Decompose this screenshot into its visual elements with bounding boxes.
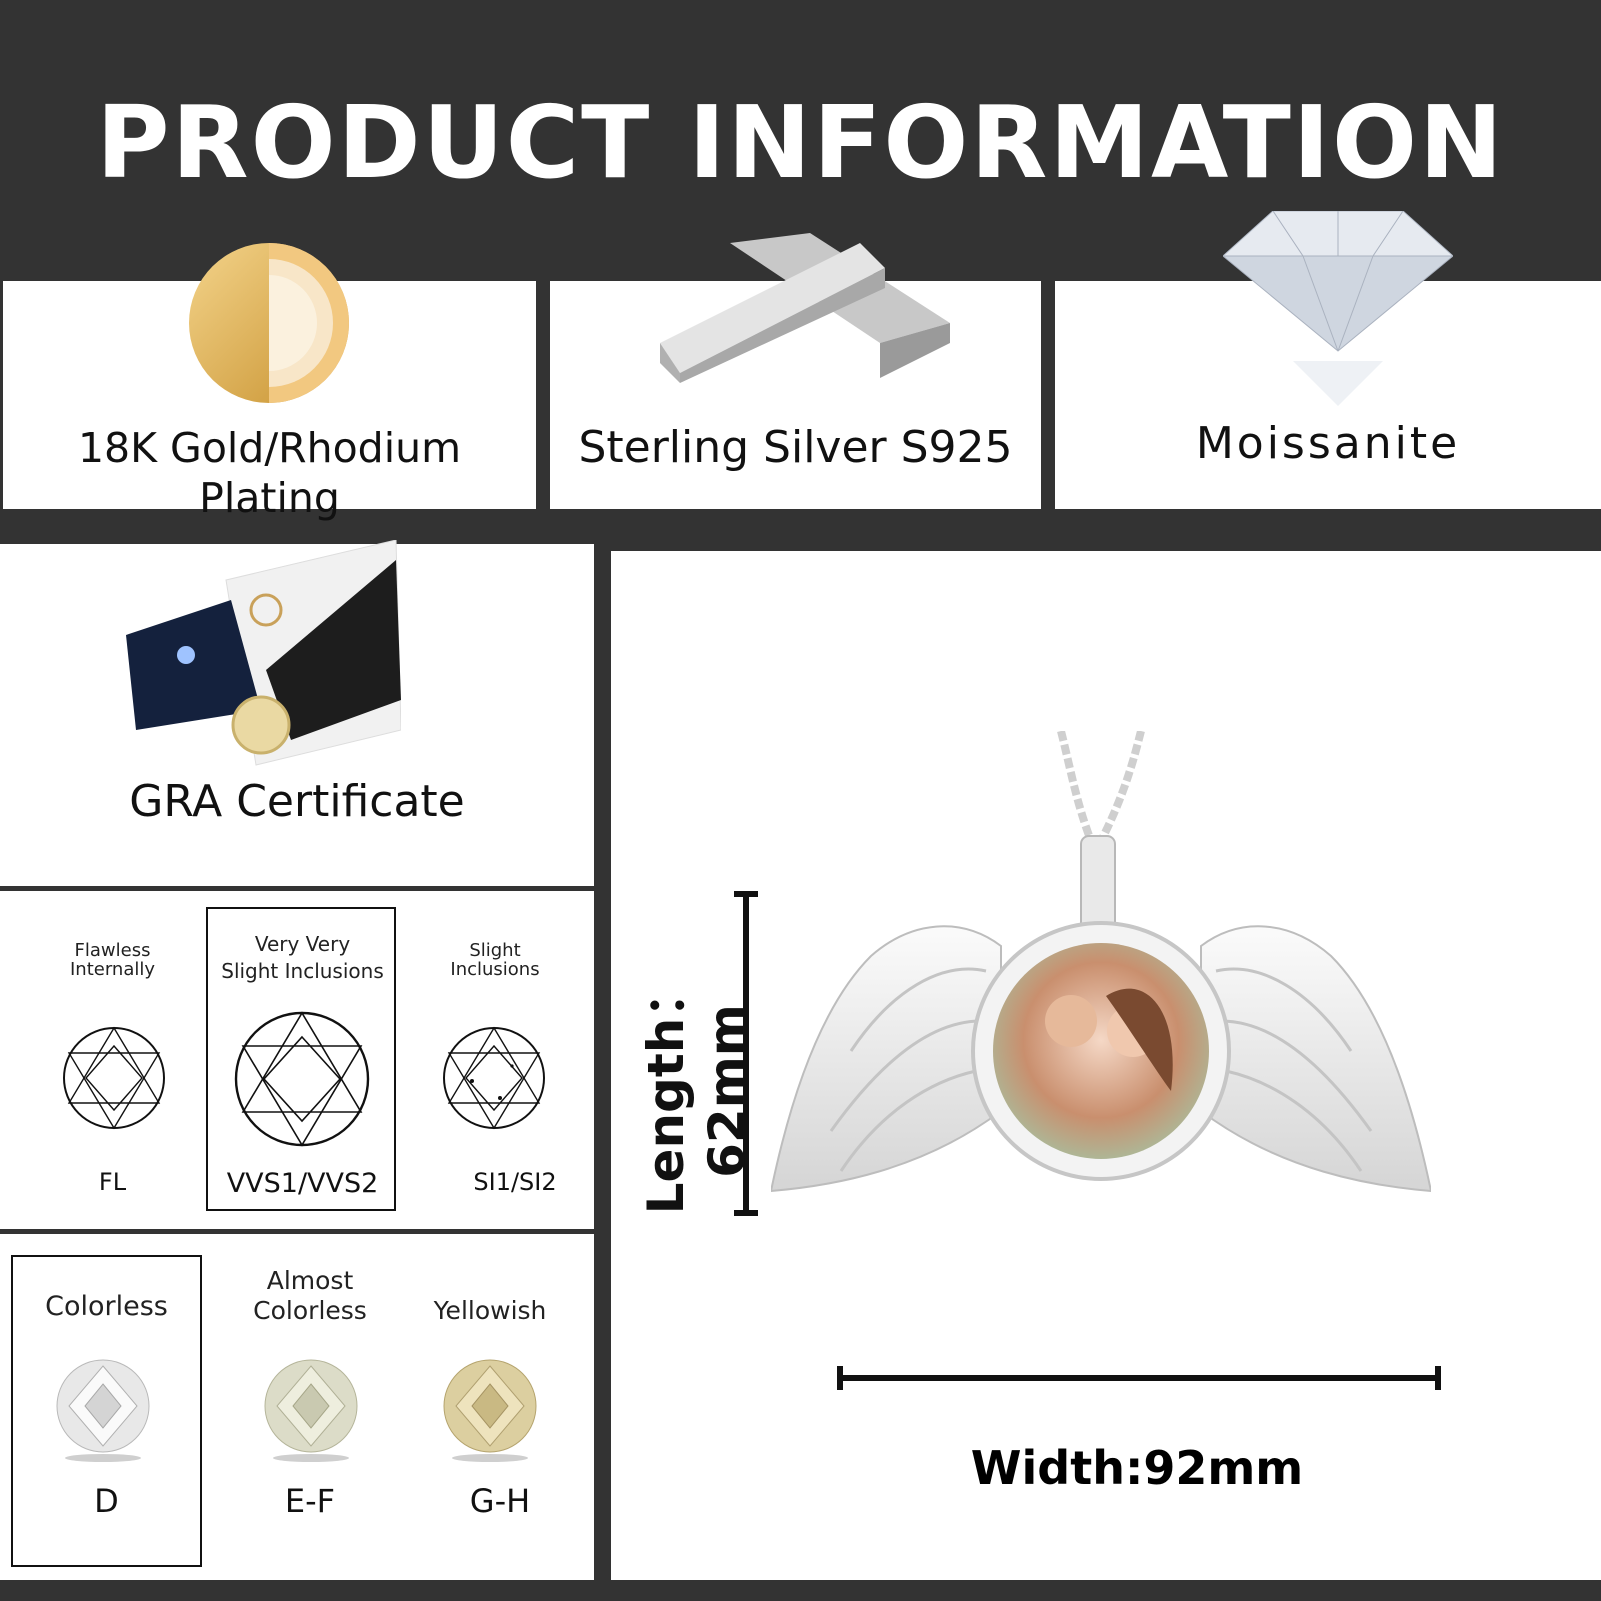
clarity-code-fl: FL	[98, 1168, 127, 1196]
grade-g-h: G-H	[469, 1482, 531, 1520]
clarity-highlight-box	[206, 907, 396, 1211]
clarity-diagram-fl-icon	[63, 1026, 165, 1130]
grade-d: D	[94, 1482, 119, 1520]
length-label: Length：62mm	[637, 967, 756, 1215]
width-dimension-line	[837, 1366, 1441, 1390]
clarity-diagram-si-icon	[443, 1026, 545, 1130]
angel-wing-pendant-image	[771, 731, 1431, 1193]
feature-panel-silver: Sterling Silver S925	[550, 233, 1041, 509]
gem-yellowish-icon	[443, 1359, 537, 1462]
width-label: Width:92mm	[970, 1441, 1304, 1495]
grade-e-f: E-F	[284, 1482, 336, 1520]
clarity-diagram-vvs-icon	[234, 1011, 370, 1147]
feature-label-plating: 18K Gold/Rhodium Plating	[77, 424, 462, 522]
feature-label-moissanite: Moissanite	[1195, 418, 1461, 469]
color-title-colorless: Colorless	[45, 1291, 168, 1322]
certificate-label: GRA Certificate	[129, 776, 465, 827]
clarity-code-vvs: VVS1/VVS2	[226, 1168, 379, 1199]
diamond-icon	[1223, 211, 1453, 406]
silver-bars-icon	[660, 233, 950, 383]
feature-panel-gold: 18K Gold/Rhodium Plating	[3, 243, 536, 522]
color-title-yellowish: Yellowish	[433, 1296, 547, 1325]
page-title: PRODUCT INFORMATION	[96, 84, 1505, 201]
gem-colorless-icon	[56, 1359, 150, 1462]
clarity-code-si: SI1/SI2	[473, 1168, 557, 1196]
product-dimension-panel: Length：62mm Width:92mm	[611, 551, 1601, 1580]
gem-almost-colorless-icon	[264, 1359, 358, 1462]
feature-panel-moissanite: Moissanite	[1055, 211, 1601, 509]
certificate-panel: GRA Certificate	[0, 540, 594, 886]
feature-label-silver: Sterling Silver S925	[578, 422, 1013, 473]
color-highlight-box	[11, 1255, 202, 1567]
length-dimension-line	[734, 891, 758, 1216]
certificate-card-icon	[126, 540, 401, 766]
gold-coin-icon	[189, 243, 349, 403]
